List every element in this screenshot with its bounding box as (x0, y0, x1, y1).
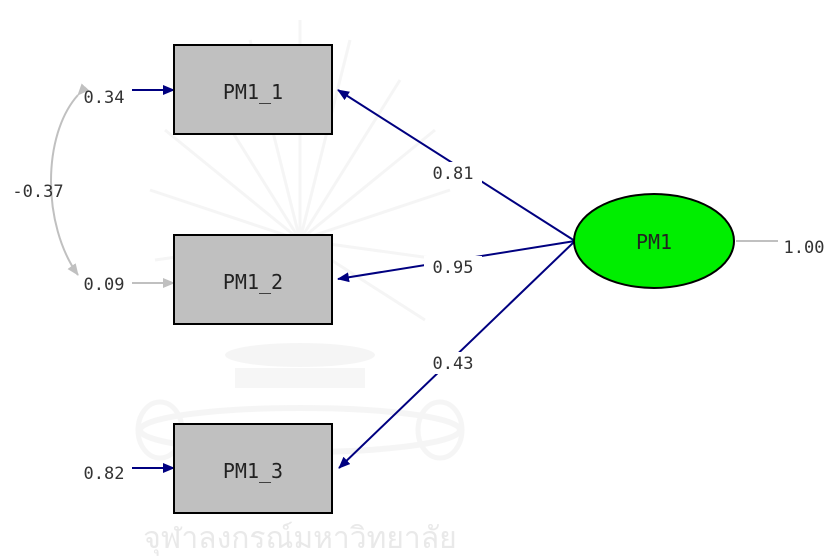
error-label-pm1-1: 0.34 (84, 88, 125, 108)
observed-label-pm1-1: PM1_1 (223, 80, 283, 104)
latent-label: PM1 (636, 230, 672, 254)
observed-box-pm1-2[interactable]: PM1_2 (173, 234, 333, 325)
observed-label-pm1-2: PM1_2 (223, 270, 283, 294)
observed-label-pm1-3: PM1_3 (223, 459, 283, 483)
observed-box-pm1-1[interactable]: PM1_1 (173, 44, 333, 135)
watermark-text: จุฬาลงกรณ์มหาวิทยาลัย (143, 521, 456, 557)
loading-label-pm1-3: 0.43 (433, 354, 474, 374)
error-covariance-arc (50, 83, 90, 276)
loading-label-pm1-1: 0.81 (433, 164, 474, 184)
error-label-pm1-3: 0.82 (84, 464, 125, 484)
loading-label-pm1-2: 0.95 (433, 258, 474, 278)
error-label-pm1-2: 0.09 (84, 275, 125, 295)
covariance-label: -0.37 (12, 182, 63, 202)
latent-variance-label: 1.00 (784, 238, 825, 258)
latent-variable-pm1[interactable]: PM1 (573, 193, 735, 289)
observed-box-pm1-3[interactable]: PM1_3 (173, 423, 333, 514)
